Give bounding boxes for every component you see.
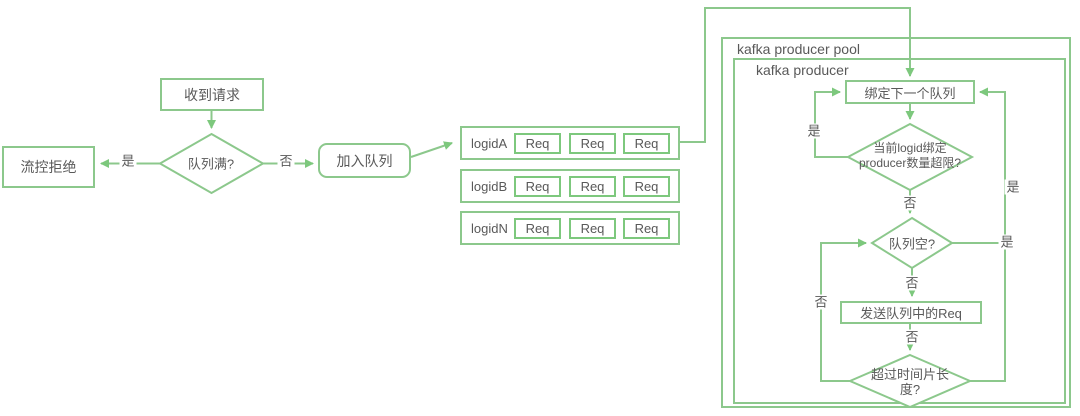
kafka-producer-pool-container: kafka producer pool (721, 37, 1071, 408)
edge-limitcheck-yes-loop (814, 87, 848, 158)
edge-logida-to-bind (680, 7, 915, 143)
edge-join-to-logida (410, 141, 453, 158)
kafka-producer-label: kafka producer (753, 62, 852, 78)
diamond-queue-full (157, 132, 266, 195)
diamond-producer-limit (845, 122, 975, 192)
edge-timeslice-yes-to-bind (970, 87, 1006, 382)
diamond-time-slice (847, 353, 973, 409)
edge-timeslice-no-loop (820, 238, 867, 382)
kafka-producer-pool-label: kafka producer pool (734, 41, 863, 57)
diamond-queue-empty (870, 216, 954, 270)
